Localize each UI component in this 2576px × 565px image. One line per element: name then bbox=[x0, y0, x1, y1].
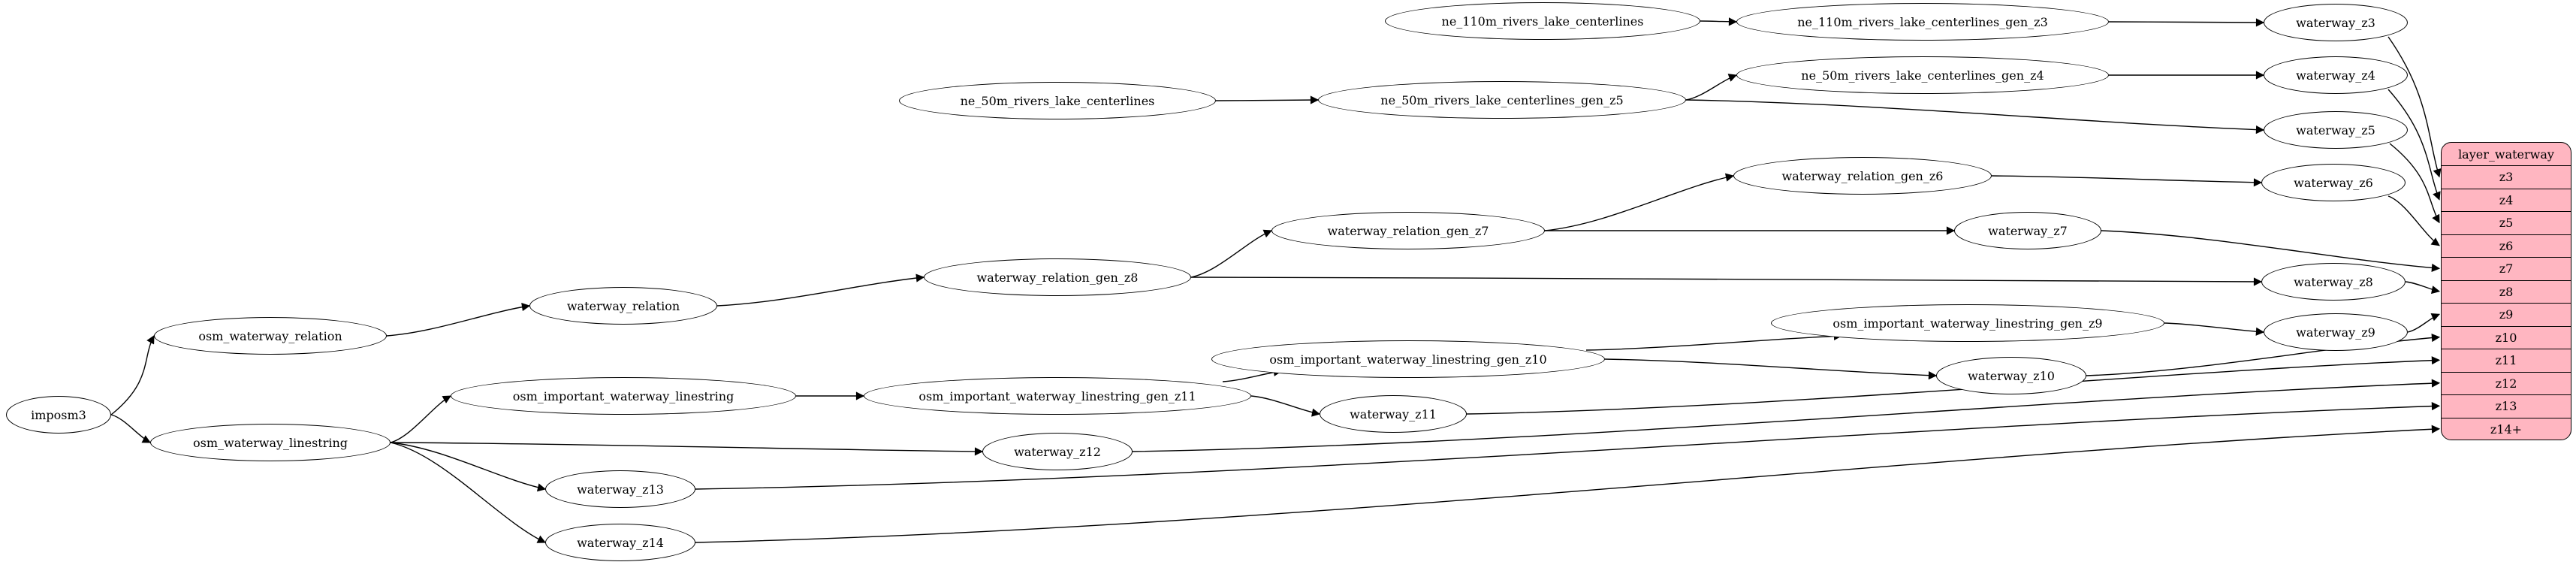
edge-waterway_z6-to-layer-z6 bbox=[2387, 195, 2440, 246]
edge-waterway_z12-to-layer-z12 bbox=[1132, 379, 2441, 452]
table-row-z11: z11 bbox=[2442, 349, 2571, 373]
node-waterway_z6: waterway_z6 bbox=[2261, 164, 2406, 201]
node-waterway_relation_gen_z6: waterway_relation_gen_z6 bbox=[1733, 157, 1992, 195]
node-waterway_relation_gen_z7: waterway_relation_gen_z7 bbox=[1271, 212, 1545, 249]
table-row-z5: z5 bbox=[2442, 212, 2571, 235]
edge-imposm3-to-osm_waterway_relation bbox=[110, 335, 155, 415]
table-header: layer_waterway bbox=[2442, 143, 2571, 166]
edge-osm_waterway_linestring-to-waterway_z12 bbox=[390, 442, 984, 456]
node-waterway_z11: waterway_z11 bbox=[1320, 395, 1467, 433]
edge-waterway_z4-to-layer-z4 bbox=[2387, 89, 2441, 201]
node-waterway_relation: waterway_relation bbox=[529, 287, 717, 325]
edge-ne_110m_rivers_lake_centerlines-to-ne_110m_rivers_lake_centerlines_gen_z3 bbox=[1700, 17, 1738, 26]
node-waterway_z14: waterway_z14 bbox=[545, 524, 695, 561]
node-ne_50m_rivers_lake_centerlines_gen_z5: ne_50m_rivers_lake_centerlines_gen_z5 bbox=[1318, 81, 1686, 119]
node-ne_110m_rivers_lake_centerlines_gen_z3: ne_110m_rivers_lake_centerlines_gen_z3 bbox=[1736, 3, 2109, 41]
table-row-z6: z6 bbox=[2442, 235, 2571, 258]
node-imposm3: imposm3 bbox=[6, 396, 111, 434]
edge-osm_waterway_linestring-to-waterway_z14 bbox=[390, 442, 547, 543]
node-waterway_relation_gen_z8: waterway_relation_gen_z8 bbox=[924, 258, 1191, 296]
edge-waterway_relation_gen_z6-to-waterway_z6 bbox=[1991, 175, 2263, 187]
table-row-z13: z13 bbox=[2442, 395, 2571, 418]
edge-waterway_relation_gen_z7-to-waterway_relation_gen_z6 bbox=[1544, 173, 1735, 231]
node-ne_50m_rivers_lake_centerlines_gen_z4: ne_50m_rivers_lake_centerlines_gen_z4 bbox=[1736, 56, 2109, 94]
edge-waterway_z3-to-layer-z3 bbox=[2387, 36, 2442, 178]
edge-ne_50m_rivers_lake_centerlines_gen_z5-to-waterway_z5 bbox=[1685, 99, 2265, 134]
edge-osm_important_waterway_linestring_gen_z10-to-waterway_z10 bbox=[1604, 358, 1938, 380]
node-waterway_z12: waterway_z12 bbox=[982, 433, 1133, 470]
edge-ne_50m_rivers_lake_centerlines-to-ne_50m_rivers_lake_centerlines_gen_z5 bbox=[1215, 95, 1320, 104]
table-row-z14+: z14+ bbox=[2490, 422, 2523, 437]
edge-waterway_relation_gen_z8-to-waterway_relation_gen_z7 bbox=[1190, 229, 1273, 278]
node-ne_110m_rivers_lake_centerlines: ne_110m_rivers_lake_centerlines bbox=[1385, 2, 1700, 40]
node-ne_50m_rivers_lake_centerlines: ne_50m_rivers_lake_centerlines bbox=[899, 82, 1216, 119]
edge-ne_50m_rivers_lake_centerlines_gen_z5-to-ne_50m_rivers_lake_centerlines_gen_z4 bbox=[1685, 74, 1738, 101]
node-osm_important_waterway_linestring_gen_z10: osm_important_waterway_linestring_gen_z1… bbox=[1211, 340, 1605, 378]
edge-osm_waterway_relation-to-waterway_relation bbox=[386, 303, 531, 337]
edge-waterway_relation_gen_z8-to-waterway_z8 bbox=[1190, 276, 2263, 286]
edge-imposm3-to-osm_waterway_linestring bbox=[110, 414, 151, 443]
edge-waterway_z7-to-layer-z7 bbox=[2101, 230, 2441, 273]
node-waterway_z3: waterway_z3 bbox=[2264, 4, 2408, 41]
node-osm_important_waterway_linestring_gen_z9: osm_important_waterway_linestring_gen_z9 bbox=[1771, 304, 2164, 342]
edge-osm_important_waterway_linestring_gen_z11-to-waterway_z11 bbox=[1250, 395, 1321, 417]
edge-osm_waterway_linestring-to-waterway_z13 bbox=[390, 442, 547, 492]
node-osm_waterway_relation: osm_waterway_relation bbox=[154, 317, 387, 355]
edge-waterway_z9-to-layer-z9 bbox=[2407, 313, 2441, 333]
edge-waterway_z8-to-layer-z8 bbox=[2405, 281, 2441, 295]
edge-osm_important_waterway_linestring_gen_z10-to-osm_important_waterway_linestring_gen_z9 bbox=[1585, 331, 1843, 351]
node-waterway_z7: waterway_z7 bbox=[1954, 212, 2101, 249]
table-row-z8: z8 bbox=[2442, 281, 2571, 304]
edge-osm_important_waterway_linestring_gen_z9-to-waterway_z9 bbox=[2164, 322, 2265, 336]
node-osm_important_waterway_linestring: osm_important_waterway_linestring bbox=[451, 377, 796, 415]
edge-waterway_z5-to-layer-z5 bbox=[2389, 143, 2440, 224]
node-waterway_z13: waterway_z13 bbox=[545, 470, 695, 508]
node-waterway_z8: waterway_z8 bbox=[2261, 263, 2406, 301]
edge-ne_110m_rivers_lake_centerlines_gen_z3-to-waterway_z3 bbox=[2108, 18, 2265, 27]
node-osm_waterway_linestring: osm_waterway_linestring bbox=[150, 424, 391, 461]
edge-osm_waterway_linestring-to-osm_important_waterway_linestring bbox=[390, 395, 451, 443]
table-row-z7: z7 bbox=[2442, 258, 2571, 281]
edge-waterway_relation-to-waterway_relation_gen_z8 bbox=[716, 273, 925, 307]
table-row-z12: z12 bbox=[2442, 373, 2571, 395]
node-waterway_z9: waterway_z9 bbox=[2264, 313, 2408, 351]
node-waterway_z10: waterway_z10 bbox=[1936, 357, 2086, 394]
node-waterway_z4: waterway_z4 bbox=[2264, 56, 2408, 94]
node-osm_important_waterway_linestring_gen_z11: osm_important_waterway_linestring_gen_z1… bbox=[864, 377, 1251, 415]
edge-waterway_z13-to-layer-z13 bbox=[695, 402, 2441, 490]
table-row-z10: z10 bbox=[2442, 327, 2571, 349]
table-row-z9: z9 bbox=[2442, 304, 2571, 327]
node-waterway_z5: waterway_z5 bbox=[2264, 111, 2408, 149]
table-row-z4: z4 bbox=[2442, 189, 2571, 212]
table-row-z3: z3 bbox=[2442, 166, 2571, 189]
edge-waterway_z14-to-layer-z14+ bbox=[695, 425, 2441, 543]
